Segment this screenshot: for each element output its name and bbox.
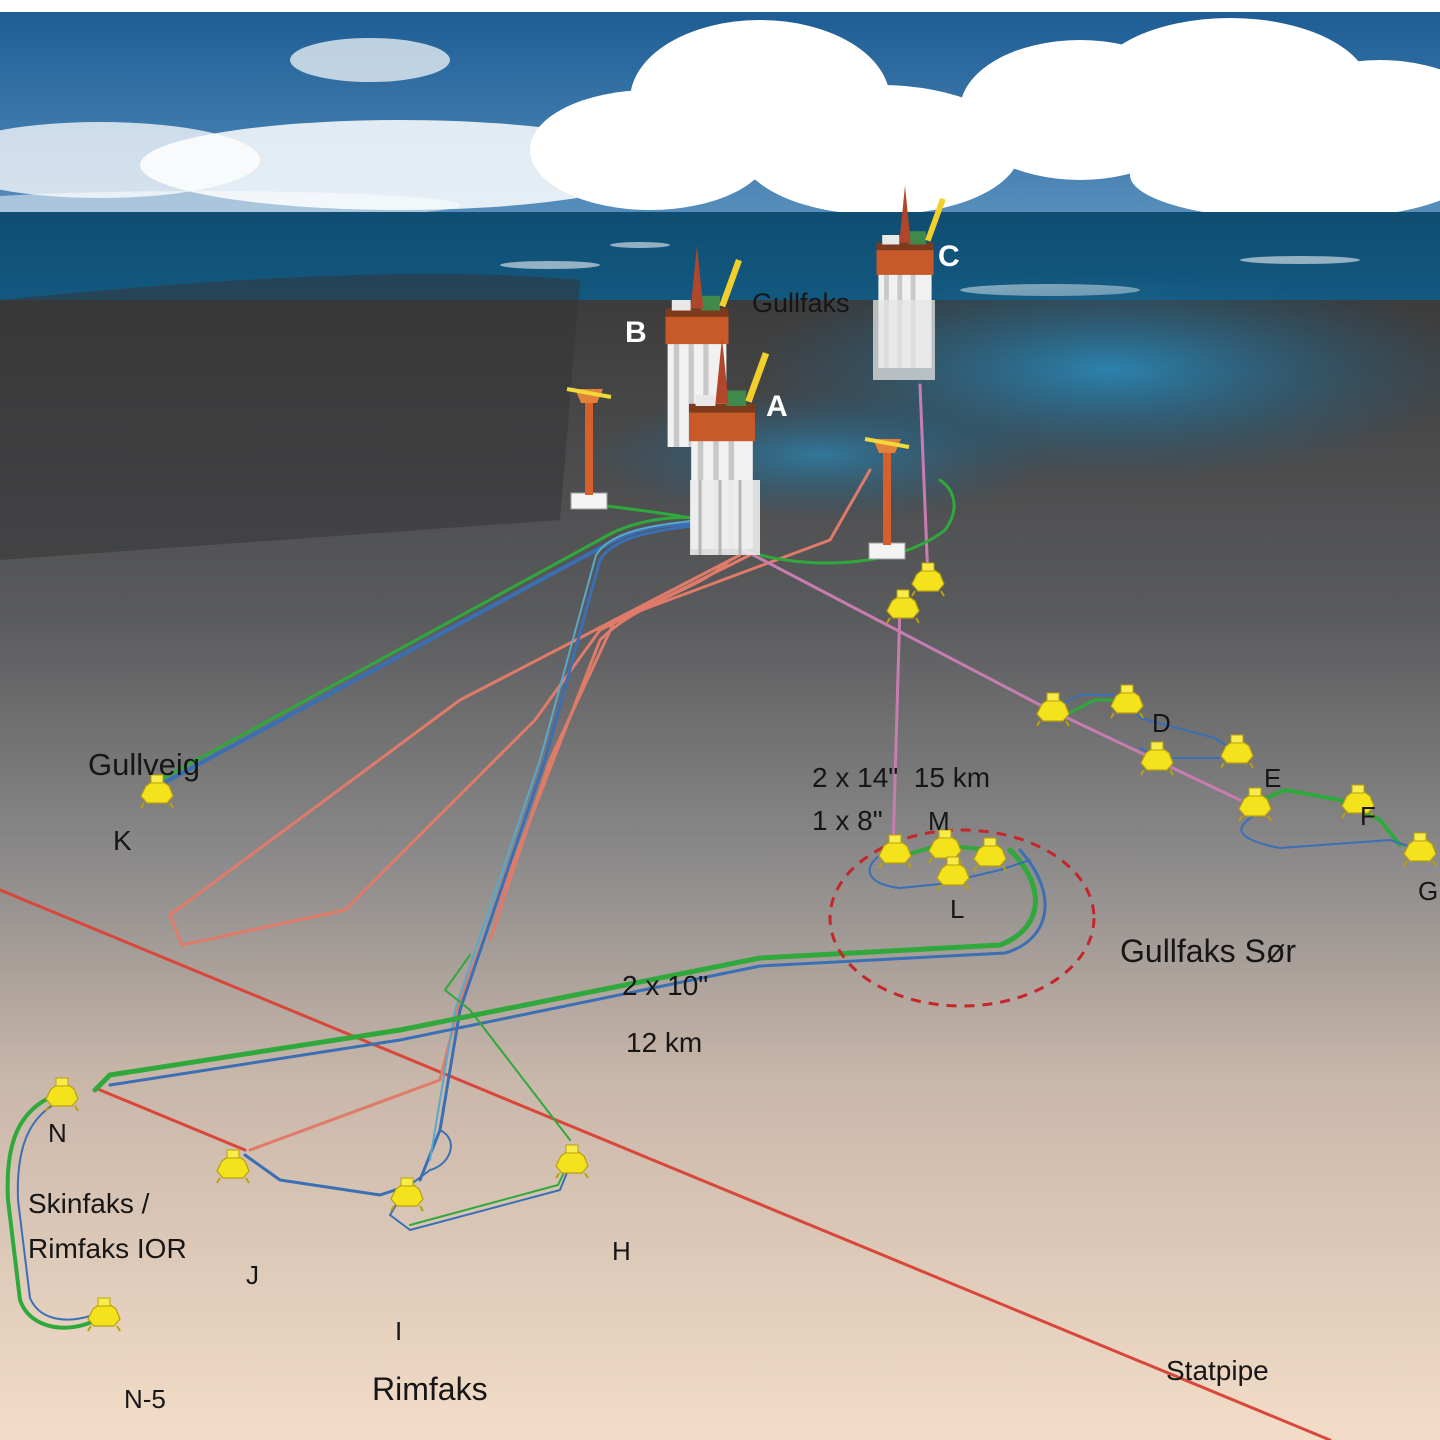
field-label-rimfaks: Rimfaks xyxy=(372,1371,488,1407)
template-label-e: E xyxy=(1264,763,1281,793)
template-label-h: H xyxy=(612,1236,631,1266)
pipeline-spec-sor-2: 1 x 8" xyxy=(812,805,883,836)
platform-label-a: A xyxy=(766,390,788,423)
field-label-skinfaks-2: Rimfaks IOR xyxy=(28,1233,187,1264)
field-label-gullveig: Gullveig xyxy=(88,747,200,782)
platforms xyxy=(565,186,943,561)
template-label-j: J xyxy=(246,1260,259,1290)
template-label-m: M xyxy=(928,806,950,836)
field-label-gullfaks-sor: Gullfaks Sør xyxy=(1120,933,1296,969)
template-label-n: N xyxy=(48,1118,67,1148)
platform-label-b: B xyxy=(625,316,647,349)
pipeline-spec-rimfaks-2: 12 km xyxy=(626,1027,702,1058)
pipeline-spec-sor-1: 2 x 14" 15 km xyxy=(812,762,990,793)
template-label-l: L xyxy=(950,894,964,924)
pipeline-spec-rimfaks-1: 2 x 10" xyxy=(622,970,708,1001)
template-label-d: D xyxy=(1152,708,1171,738)
field-label-skinfaks-1: Skinfaks / xyxy=(28,1188,150,1219)
clouds xyxy=(0,18,1440,220)
template-label-g: G xyxy=(1418,876,1438,906)
template-label-f: F xyxy=(1360,801,1376,831)
statpipe-line xyxy=(0,888,1332,1440)
template-label-n5: N-5 xyxy=(124,1384,166,1414)
pipeline-label-statpipe: Statpipe xyxy=(1166,1355,1269,1386)
template-label-i: I xyxy=(395,1316,402,1346)
labels: B A C Gullfaks Gullveig K 2 x 14" 15 km … xyxy=(28,240,1438,1414)
template-label-k: K xyxy=(113,825,132,856)
gullfaks-sor-area-ring xyxy=(828,828,1096,1008)
platform-label-c: C xyxy=(938,240,960,273)
field-name-gullfaks: Gullfaks xyxy=(752,288,850,318)
